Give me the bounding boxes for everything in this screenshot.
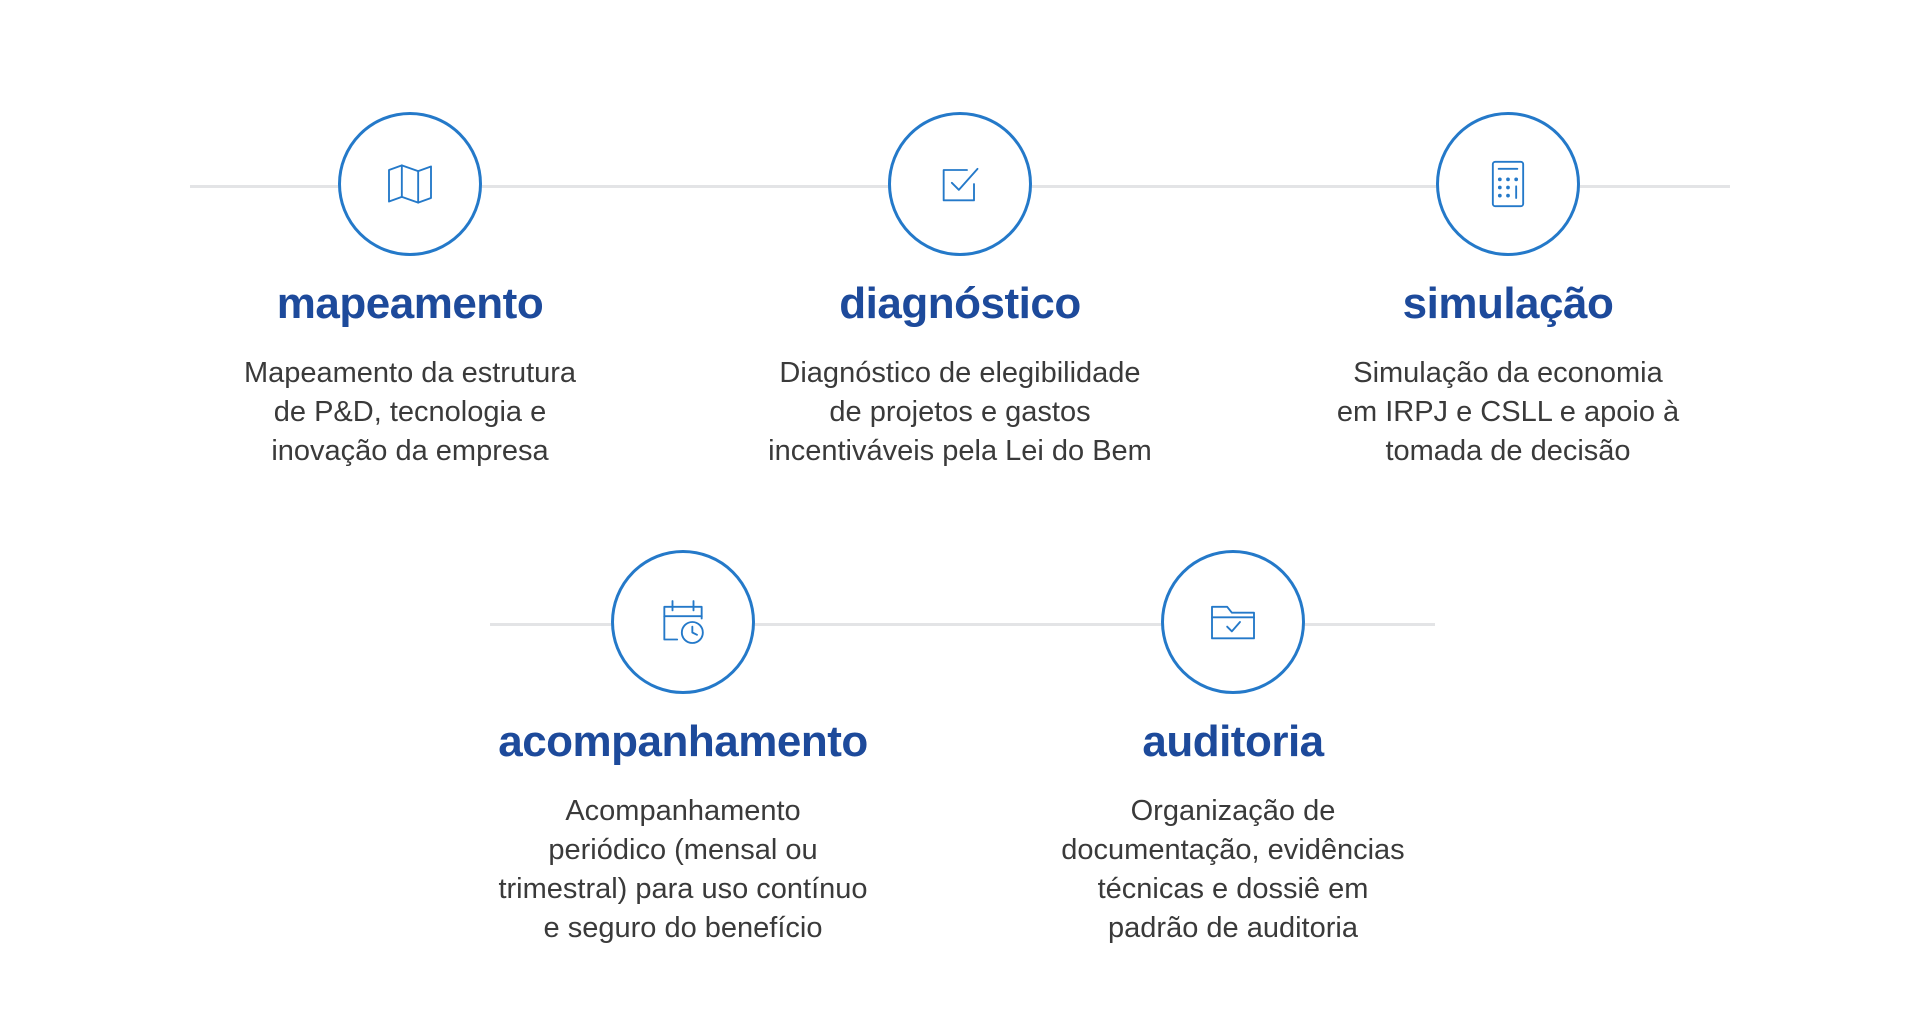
step-mapeamento: mapeamento Mapeamento da estrutura de P&… [180, 112, 640, 471]
step-description: Simulação da economia em IRPJ e CSLL e a… [1336, 357, 1680, 467]
step-title: mapeamento [276, 279, 544, 328]
step-icon-circle [1161, 550, 1305, 694]
step-icon-circle [1436, 112, 1580, 256]
step-auditoria: auditoria Organização de documentação, e… [1003, 550, 1463, 948]
calendar-clock-icon [663, 600, 704, 644]
step-title: simulação [1402, 279, 1614, 328]
step-diagnostico: diagnóstico Diagnóstico de elegibilidade… [730, 112, 1190, 471]
step-icon-circle [338, 112, 482, 256]
step-description: Diagnóstico de elegibilidade de projetos… [768, 357, 1152, 467]
step-icon-circle [611, 550, 755, 694]
step-title: diagnóstico [839, 279, 1081, 328]
step-description: Mapeamento da estrutura de P&D, tecnolog… [243, 357, 577, 467]
map-icon [388, 164, 432, 204]
step-description: Acompanhamento periódico (mensal ou trim… [498, 795, 868, 944]
calculator-icon [1491, 160, 1525, 208]
step-description: Organização de documentação, evidências … [1061, 795, 1405, 944]
step-icon-circle [888, 112, 1032, 256]
connector-line-bottom [490, 623, 1435, 626]
step-title: acompanhamento [498, 717, 868, 766]
step-title: auditoria [1142, 717, 1324, 766]
checkbox-icon [942, 167, 979, 202]
step-acompanhamento: acompanhamento Acompanhamento periódico … [453, 550, 913, 948]
folder-check-icon [1211, 605, 1255, 640]
step-simulacao: simulação Simulação da economia em IRPJ … [1278, 112, 1738, 471]
